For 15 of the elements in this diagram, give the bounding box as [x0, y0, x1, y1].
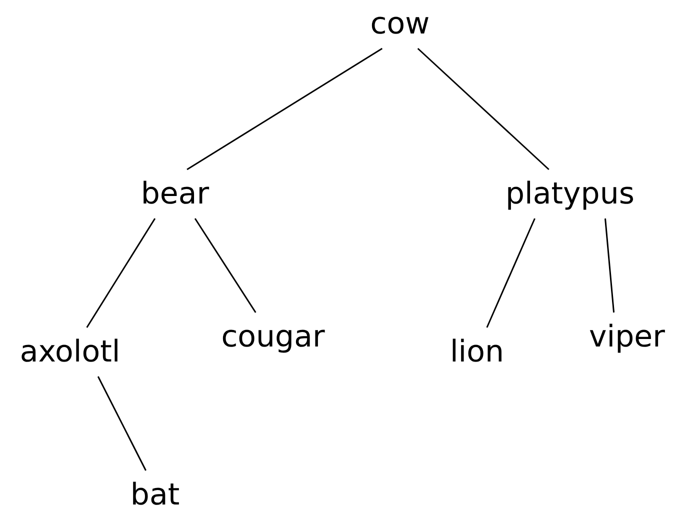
tree-branch-line — [417, 48, 550, 170]
node-label: bear — [140, 176, 210, 212]
node-label: platypus — [506, 176, 634, 212]
tree-branch-line — [97, 376, 146, 471]
tree-branch-line — [486, 218, 536, 328]
tree-branch-line — [194, 218, 256, 313]
node-label: cougar — [221, 320, 325, 354]
node-label: viper — [589, 320, 665, 354]
tree-branch-line — [186, 48, 383, 170]
tree-branch-line — [86, 218, 156, 328]
node-label: axolotl — [20, 334, 120, 370]
node-label: lion — [450, 334, 504, 370]
tree-branch-line — [604, 218, 615, 313]
node-label: cow — [370, 6, 430, 42]
node-label: bat — [130, 478, 180, 512]
